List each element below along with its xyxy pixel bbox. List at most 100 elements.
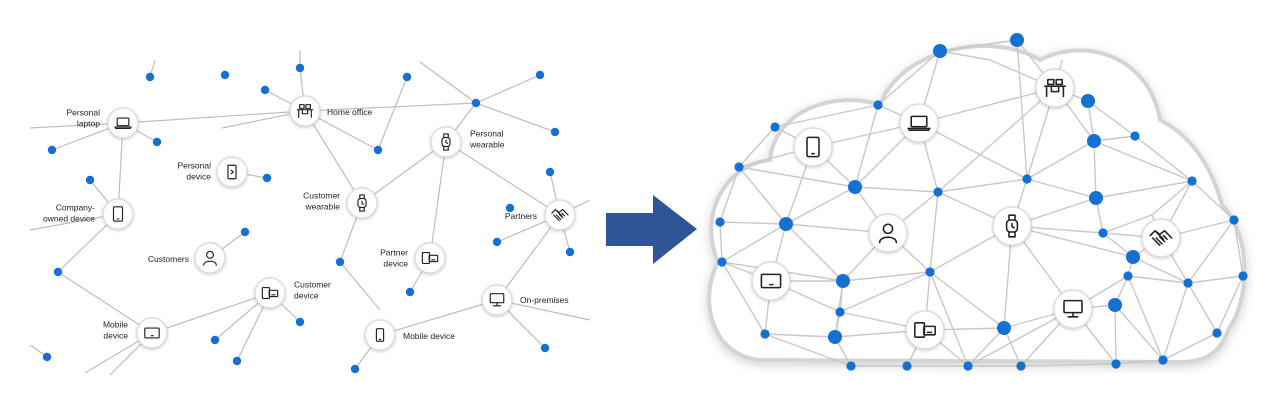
node-circle	[1035, 68, 1075, 108]
network-dot	[848, 180, 862, 194]
node-label: wearable	[305, 202, 341, 212]
node-label: Mobile device	[403, 331, 455, 341]
network-dot	[47, 145, 57, 155]
node-label: device	[383, 259, 408, 269]
node-circle	[1053, 289, 1093, 329]
left-edge	[496, 299, 591, 321]
node-label: Personal	[177, 161, 211, 171]
left-edge	[379, 299, 498, 336]
node-on-premises: On-premises	[481, 284, 569, 316]
cloud-edge	[1114, 304, 1117, 365]
cloud-edge	[1026, 140, 1095, 180]
node-label: Personal	[470, 129, 504, 139]
network-dot	[933, 44, 947, 58]
network-dot	[42, 352, 52, 362]
network-dot	[715, 217, 725, 227]
cloud-edge	[1162, 332, 1218, 361]
node-circle	[793, 127, 833, 167]
cloud-edge	[929, 271, 969, 367]
network-dot	[846, 361, 856, 371]
cloud-edge	[1011, 225, 1134, 258]
cloud-edge	[967, 308, 1074, 367]
cloud-edge	[918, 87, 1056, 124]
node-label: Partner	[380, 248, 408, 258]
network-dot	[1212, 328, 1222, 338]
node-label: laptop	[77, 119, 100, 129]
cloud-edge	[721, 261, 766, 335]
cloud-edge	[764, 333, 852, 367]
network-dot	[545, 167, 555, 177]
network-dot	[1081, 94, 1095, 108]
cloud-edge	[1162, 282, 1189, 361]
cloud-edge	[918, 122, 1028, 180]
node-circle	[899, 103, 939, 143]
network-dot	[1087, 134, 1101, 148]
network-dot	[232, 356, 242, 366]
network-dot	[405, 287, 415, 297]
cloud-edge	[764, 333, 836, 338]
cloud-edge	[1187, 282, 1218, 334]
network-dot	[997, 321, 1011, 335]
network-dot	[260, 85, 270, 95]
cloud-edge	[738, 126, 776, 168]
cloud-network-nodes	[751, 68, 1181, 350]
network-dot	[1016, 361, 1026, 371]
network-dot	[1111, 359, 1121, 369]
network-dot	[1089, 191, 1103, 205]
cloud-edge	[1132, 256, 1189, 284]
cloud-network-dots	[715, 33, 1248, 371]
left-edge	[377, 76, 408, 151]
cloud-edge	[929, 271, 1005, 329]
left-edge	[304, 110, 363, 204]
left-edge	[445, 141, 561, 216]
cloud-edge	[1127, 275, 1189, 284]
network-dot	[1010, 33, 1024, 47]
network-dot	[295, 317, 305, 327]
node-cloud-watch	[992, 206, 1032, 246]
network-dot	[373, 145, 383, 155]
network-dot	[1158, 355, 1168, 365]
left-edge	[151, 292, 271, 334]
network-dot	[335, 257, 345, 267]
node-label: On-premises	[520, 295, 569, 305]
network-dot	[505, 203, 515, 213]
left-network-dots	[42, 63, 575, 374]
network-dot	[152, 137, 162, 147]
cloud-edge	[774, 104, 879, 128]
network-dot	[902, 361, 912, 371]
node-cloud-phone	[793, 127, 833, 167]
cloud-edge	[854, 104, 879, 188]
node-circle	[481, 284, 513, 316]
network-dot	[402, 72, 412, 82]
network-dot	[779, 217, 793, 231]
cloud-edge	[1115, 359, 1164, 365]
left-edge	[429, 141, 447, 259]
network-dot	[835, 307, 845, 317]
cloud-edge	[1026, 178, 1097, 199]
network-dot	[262, 173, 272, 183]
node-circle	[102, 198, 134, 230]
cloud-edge	[1233, 219, 1244, 277]
node-mobile-device: Mobile device	[364, 319, 455, 351]
left-edge	[475, 74, 541, 104]
cloud-edge	[937, 178, 1028, 193]
node-partners: Partners	[505, 199, 576, 231]
cloud-edge	[842, 271, 931, 282]
network-dot	[492, 237, 502, 247]
node-label: Customers	[148, 254, 189, 264]
node-label: Personal	[66, 108, 100, 118]
cloud-edge	[719, 221, 787, 225]
network-dot	[220, 70, 230, 80]
network-dot	[770, 122, 780, 132]
node-label: Customer	[303, 191, 340, 201]
node-cloud-handshake	[1141, 218, 1181, 258]
network-dot	[210, 335, 220, 345]
left-edge	[304, 102, 477, 112]
node-label: device	[186, 172, 211, 182]
network-dot	[1183, 278, 1193, 288]
